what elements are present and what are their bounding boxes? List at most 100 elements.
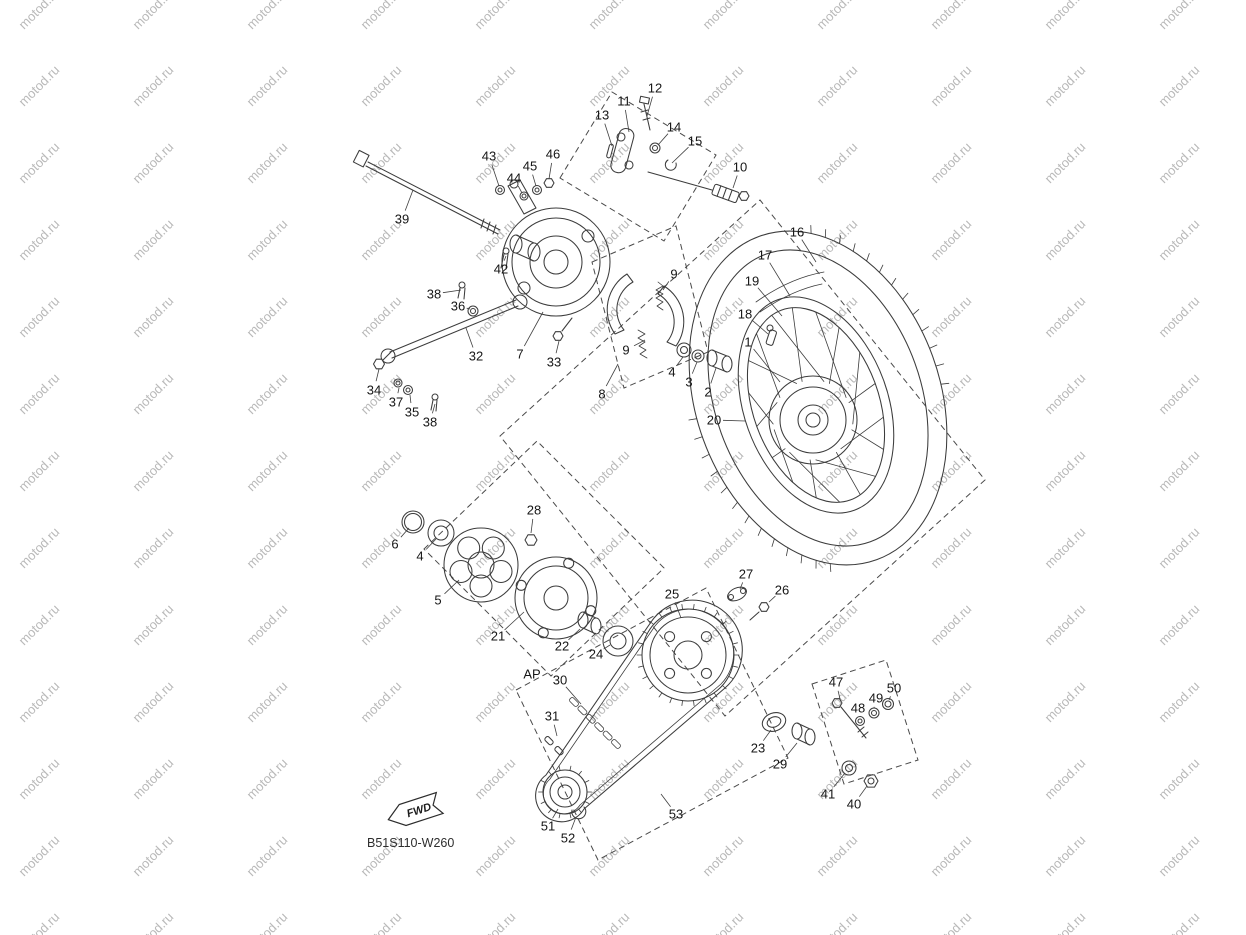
callout-50[interactable]: 50 (887, 681, 901, 696)
callout-41[interactable]: 41 (821, 787, 835, 802)
callout-5[interactable]: 5 (434, 593, 441, 608)
chain-link (602, 730, 613, 741)
callout-leader-2 (710, 367, 717, 384)
callout-23[interactable]: 23 (751, 741, 765, 756)
callout-15[interactable]: 15 (688, 134, 702, 149)
callout-28[interactable]: 28 (527, 503, 541, 518)
watermark-text: motod.ru (928, 370, 975, 417)
watermark-text: motod.ru (928, 678, 975, 725)
callout-9[interactable]: 9 (670, 267, 677, 282)
callout-22[interactable]: 22 (555, 639, 569, 654)
callout-leader-27 (739, 582, 744, 590)
watermark-text: motod.ru (1042, 139, 1089, 186)
callout-10[interactable]: 10 (733, 160, 747, 175)
sprocket-tooth (658, 692, 663, 698)
callout-44[interactable]: 44 (507, 171, 521, 186)
box-linkage (559, 91, 717, 242)
brake-spring-9b (637, 329, 648, 359)
callout-7[interactable]: 7 (516, 347, 523, 362)
callout-29[interactable]: 29 (773, 757, 787, 772)
callout-21[interactable]: 21 (491, 629, 505, 644)
o-ring-6 (401, 510, 425, 534)
tread-tick (912, 308, 920, 316)
watermark-text: motod.ru (1156, 62, 1203, 109)
callout-49[interactable]: 49 (869, 691, 883, 706)
bolt-33-head (552, 331, 564, 341)
brake-cam-lever (507, 179, 537, 215)
callout-leader-38 (442, 289, 462, 294)
callout-53[interactable]: 53 (669, 807, 683, 822)
callout-14[interactable]: 14 (667, 120, 681, 135)
sprocket-tooth (540, 780, 546, 783)
callout-2[interactable]: 2 (704, 385, 711, 400)
callout-43[interactable]: 43 (482, 149, 496, 164)
callout-37[interactable]: 37 (389, 395, 403, 410)
watermark-text: motod.ru (130, 832, 177, 879)
callout-42[interactable]: 42 (494, 262, 508, 277)
watermark-text: motod.ru (472, 216, 519, 263)
callout-26[interactable]: 26 (775, 583, 789, 598)
callout-20[interactable]: 20 (707, 413, 721, 428)
sprocket-tooth (728, 676, 734, 680)
watermark-text: motod.ru (130, 139, 177, 186)
callout-leader-35 (409, 394, 412, 404)
callout-leader-51 (552, 808, 559, 819)
callout-46[interactable]: 46 (546, 147, 560, 162)
callout-4[interactable]: 4 (416, 549, 423, 564)
watermark-text: motod.ru (928, 0, 975, 32)
callout-39[interactable]: 39 (395, 212, 409, 227)
callout-51[interactable]: 51 (541, 819, 555, 834)
callout-17[interactable]: 17 (758, 248, 772, 263)
brake-spring-9a (655, 281, 664, 311)
spoke (756, 333, 781, 398)
callout-3[interactable]: 3 (685, 375, 692, 390)
callout-36[interactable]: 36 (451, 299, 465, 314)
tread-tick (879, 264, 884, 273)
callout-52[interactable]: 52 (561, 831, 575, 846)
callout-38[interactable]: 38 (427, 287, 441, 302)
spoke (773, 429, 794, 483)
watermark-text: motod.ru (244, 909, 291, 935)
callout-32[interactable]: 32 (469, 349, 483, 364)
callout-leader-12 (646, 96, 653, 117)
callout-33[interactable]: 33 (547, 355, 561, 370)
callout-18[interactable]: 18 (738, 307, 752, 322)
tread-tick (800, 554, 803, 564)
callout-25[interactable]: 25 (665, 587, 679, 602)
spoke (840, 416, 884, 450)
callout-45[interactable]: 45 (523, 159, 537, 174)
callout-40[interactable]: 40 (847, 797, 861, 812)
callout-31[interactable]: 31 (545, 709, 559, 724)
callout-30[interactable]: 30 (553, 673, 567, 688)
callout-1[interactable]: 1 (744, 335, 751, 350)
callout-35[interactable]: 35 (405, 405, 419, 420)
callout-4[interactable]: 4 (668, 365, 675, 380)
callout-27[interactable]: 27 (739, 567, 753, 582)
callout-24[interactable]: 24 (589, 647, 603, 662)
callout-9[interactable]: 9 (622, 343, 629, 358)
callout-leader-9 (633, 339, 646, 347)
callout-38[interactable]: 38 (423, 415, 437, 430)
tread-tick (694, 436, 703, 440)
callout-12[interactable]: 12 (648, 81, 662, 96)
watermark-text: motod.ru (814, 601, 861, 648)
callout-AP[interactable]: AP (523, 667, 540, 682)
sprocket-tooth (693, 700, 695, 706)
watermark-text: motod.ru (130, 909, 177, 935)
sprocket-tooth (558, 765, 561, 771)
callout-47[interactable]: 47 (829, 675, 843, 690)
callout-leader-32 (465, 327, 474, 348)
watermark-text: motod.ru (928, 909, 975, 935)
washer-37-inner (395, 380, 401, 386)
callout-16[interactable]: 16 (790, 225, 804, 240)
watermark-text: motod.ru (130, 293, 177, 340)
callout-8[interactable]: 8 (598, 387, 605, 402)
callout-13[interactable]: 13 (595, 108, 609, 123)
callout-11[interactable]: 11 (617, 94, 631, 109)
tread-tick (771, 538, 775, 547)
callout-6[interactable]: 6 (391, 537, 398, 552)
callout-34[interactable]: 34 (367, 383, 381, 398)
callout-19[interactable]: 19 (745, 274, 759, 289)
callout-48[interactable]: 48 (851, 701, 865, 716)
